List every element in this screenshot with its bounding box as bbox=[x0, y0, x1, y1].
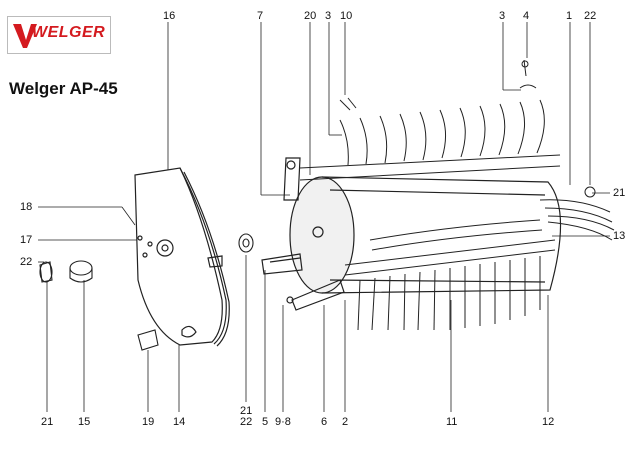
right-tines bbox=[539, 186, 615, 241]
part-number-label: 15 bbox=[78, 416, 91, 428]
loose-parts-left bbox=[39, 233, 254, 351]
part-number-label: 5 bbox=[262, 416, 269, 428]
part-number-label: 13 bbox=[613, 230, 626, 242]
part-number-label: 12 bbox=[542, 416, 555, 428]
part-number-label: 10 bbox=[340, 10, 353, 22]
page-title: Welger AP-45 bbox=[9, 79, 118, 98]
part-number-label: 22 bbox=[20, 256, 33, 268]
part-number-label: 2 bbox=[342, 416, 349, 428]
part-number-label: 3 bbox=[499, 10, 506, 22]
upper-tine-row bbox=[299, 59, 561, 181]
welger-logo bbox=[7, 16, 111, 54]
part-number-label: 14 bbox=[173, 416, 186, 428]
side-disc-plate bbox=[134, 167, 230, 347]
part-number-label: 11 bbox=[446, 416, 458, 428]
part-number-label: 22 bbox=[240, 416, 253, 428]
lower-tine-row bbox=[344, 219, 556, 331]
part-number-label: 9·8 bbox=[275, 416, 291, 428]
part-number-label: 18 bbox=[20, 201, 33, 213]
part-number-label: 19 bbox=[142, 416, 155, 428]
part-number-label: 3 bbox=[325, 10, 332, 22]
part-number-label: 21 bbox=[240, 405, 253, 417]
part-number-label: 16 bbox=[163, 10, 176, 22]
leader-lines bbox=[38, 22, 610, 412]
brand-name: WELGER bbox=[32, 24, 106, 41]
part-number-label: 21 bbox=[613, 187, 626, 199]
part-number-label: 4 bbox=[523, 10, 530, 22]
part-number-label: 17 bbox=[20, 234, 33, 246]
rotor-drum bbox=[261, 157, 562, 311]
part-number-label: 1 bbox=[566, 10, 573, 22]
part-number-label: 21 bbox=[41, 416, 54, 428]
part-number-label: 22 bbox=[584, 10, 597, 22]
part-number-label: 6 bbox=[321, 416, 328, 428]
part-number-label: 20 bbox=[304, 10, 317, 22]
part-number-label: 7 bbox=[257, 10, 264, 22]
